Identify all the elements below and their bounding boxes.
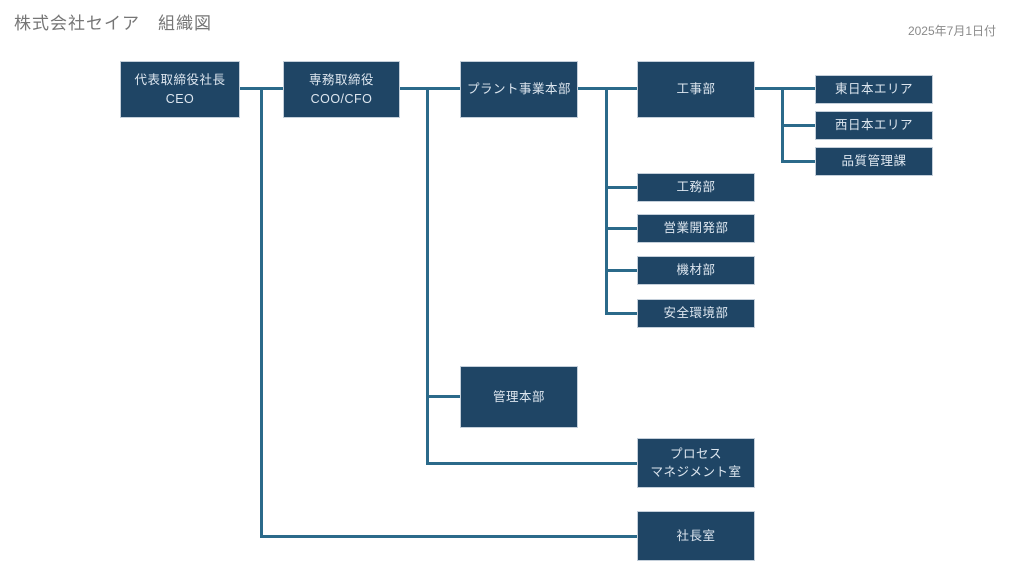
connector-admin-hq [426,395,460,398]
org-node-engineering-dept: 工務部 [637,173,755,202]
org-node-admin-hq: 管理本部 [460,366,578,428]
org-node-construction-dept: 工事部 [637,61,755,118]
connector-process-mgmt [426,462,637,465]
date-label: 2025年7月1日付 [907,24,996,38]
org-node-ceo: 代表取締役社長 CEO [120,61,240,118]
org-node-equipment-dept: 機材部 [637,256,755,285]
connector-safety-env [605,312,637,315]
connector-president-office [260,535,637,538]
connector-senmu-plant [400,87,460,90]
org-node-senior-md: 専務取締役 COO/CFO [283,61,400,118]
connector-equipment [605,269,637,272]
org-node-safety-env-dept: 安全環境部 [637,299,755,328]
org-node-east-japan-area: 東日本エリア [815,75,933,104]
org-node-west-japan-area: 西日本エリア [815,111,933,140]
org-node-process-mgmt-office: プロセス マネジメント室 [637,438,755,488]
org-node-sales-dev-dept: 営業開発部 [637,214,755,243]
connector-engineering [605,186,637,189]
org-node-quality-control-sec: 品質管理課 [815,147,933,176]
connector-koji-east [755,87,815,90]
connector-quality [781,160,815,163]
org-node-plant-division: プラント事業本部 [460,61,578,118]
connector-senmu-drop [426,87,429,465]
connector-west-japan [781,124,815,127]
connector-sales-dev [605,227,637,230]
connector-ceo-drop [260,87,263,538]
connector-plant-drop [605,87,608,315]
chart-title: 株式会社セイア 組織図 [14,14,212,33]
org-node-president-office: 社長室 [637,511,755,561]
